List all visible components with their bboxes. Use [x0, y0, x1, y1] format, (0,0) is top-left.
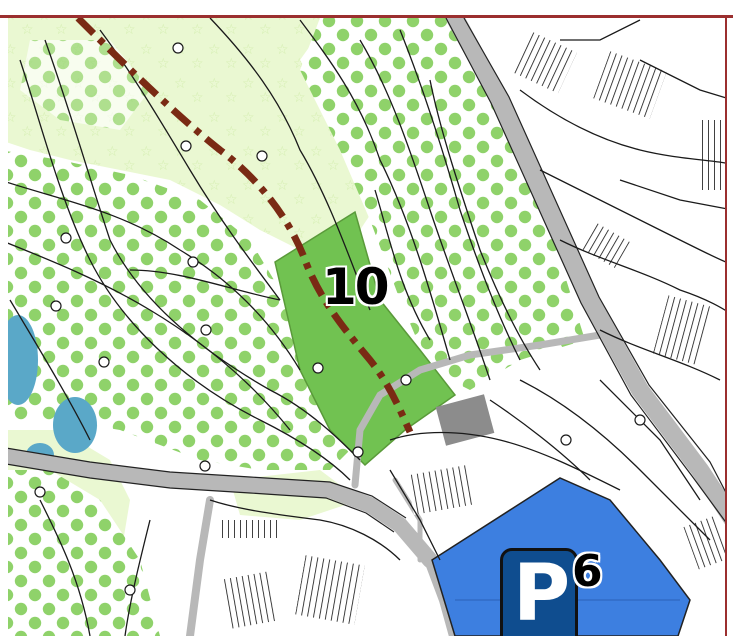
road-edges [0, 17, 733, 533]
frame-right-border [725, 18, 733, 636]
zone-number-label: 10 [322, 258, 390, 316]
forest-area-southwest [0, 470, 160, 636]
hiking-trail[interactable] [75, 15, 414, 434]
tree-symbol-icon [34, 42, 646, 596]
frame-top-border [0, 0, 733, 18]
parking-symbol-letter: P [513, 549, 571, 636]
forest-area-east [300, 18, 585, 390]
highlight-zone-10[interactable] [274, 210, 457, 467]
water-pond-1 [0, 315, 38, 405]
parking-number-label: 6 [572, 546, 603, 597]
contour-lines [0, 17, 733, 636]
frame-left-edge [0, 18, 8, 636]
parking-icon[interactable]: P [500, 548, 578, 636]
water-pond-2 [53, 397, 97, 453]
